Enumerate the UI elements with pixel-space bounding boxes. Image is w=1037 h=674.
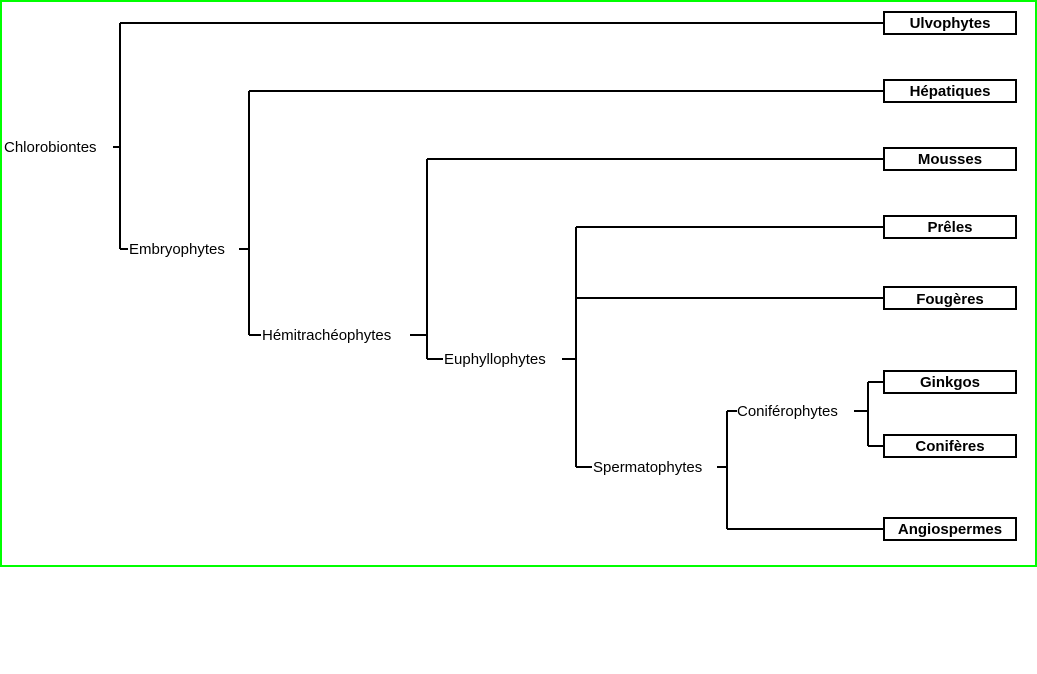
leaf-coniferes: Conifères — [915, 438, 984, 455]
leaf-preles: Prêles — [927, 219, 972, 236]
leaf-mousses: Mousses — [918, 151, 982, 168]
leaf-ginkgos: Ginkgos — [920, 374, 980, 391]
node-hemitracheophytes: Hémitrachéophytes — [262, 327, 391, 344]
branch-hemitracheophytes — [410, 158, 883, 360]
branches — [113, 22, 883, 530]
frame-border — [0, 0, 1037, 567]
node-chlorobiontes: Chlorobiontes — [4, 139, 97, 156]
leaf-box-ulvophytes — [883, 11, 1017, 35]
leaf-box-preles — [883, 215, 1017, 239]
branch-spermatophytes — [717, 410, 883, 530]
branch-chlorobiontes — [113, 22, 883, 250]
leaf-box-hepatiques — [883, 79, 1017, 103]
leaf-box-mousses — [883, 147, 1017, 171]
node-euphyllophytes: Euphyllophytes — [444, 351, 546, 368]
branch-coniferophytes — [854, 381, 883, 447]
leaf-boxes — [883, 11, 1017, 541]
node-coniferophytes: Coniférophytes — [737, 403, 838, 420]
leaf-labels: Ulvophytes Hépatiques Mousses Prêles Fou… — [898, 15, 1002, 538]
leaf-ulvophytes: Ulvophytes — [910, 15, 991, 32]
leaf-hepatiques: Hépatiques — [910, 83, 991, 100]
branch-embryophytes — [239, 90, 883, 336]
branch-euphyllophytes — [562, 226, 883, 468]
leaf-box-fougeres — [883, 286, 1017, 310]
node-spermatophytes: Spermatophytes — [593, 459, 702, 476]
node-embryophytes: Embryophytes — [129, 241, 225, 258]
leaf-box-angiospermes — [883, 517, 1017, 541]
leaf-box-coniferes — [883, 434, 1017, 458]
leaf-fougeres: Fougères — [916, 291, 984, 308]
leaf-box-ginkgos — [883, 370, 1017, 394]
leaf-angiospermes: Angiospermes — [898, 521, 1002, 538]
internal-nodes: Chlorobiontes Embryophytes Hémitrachéoph… — [4, 139, 838, 476]
